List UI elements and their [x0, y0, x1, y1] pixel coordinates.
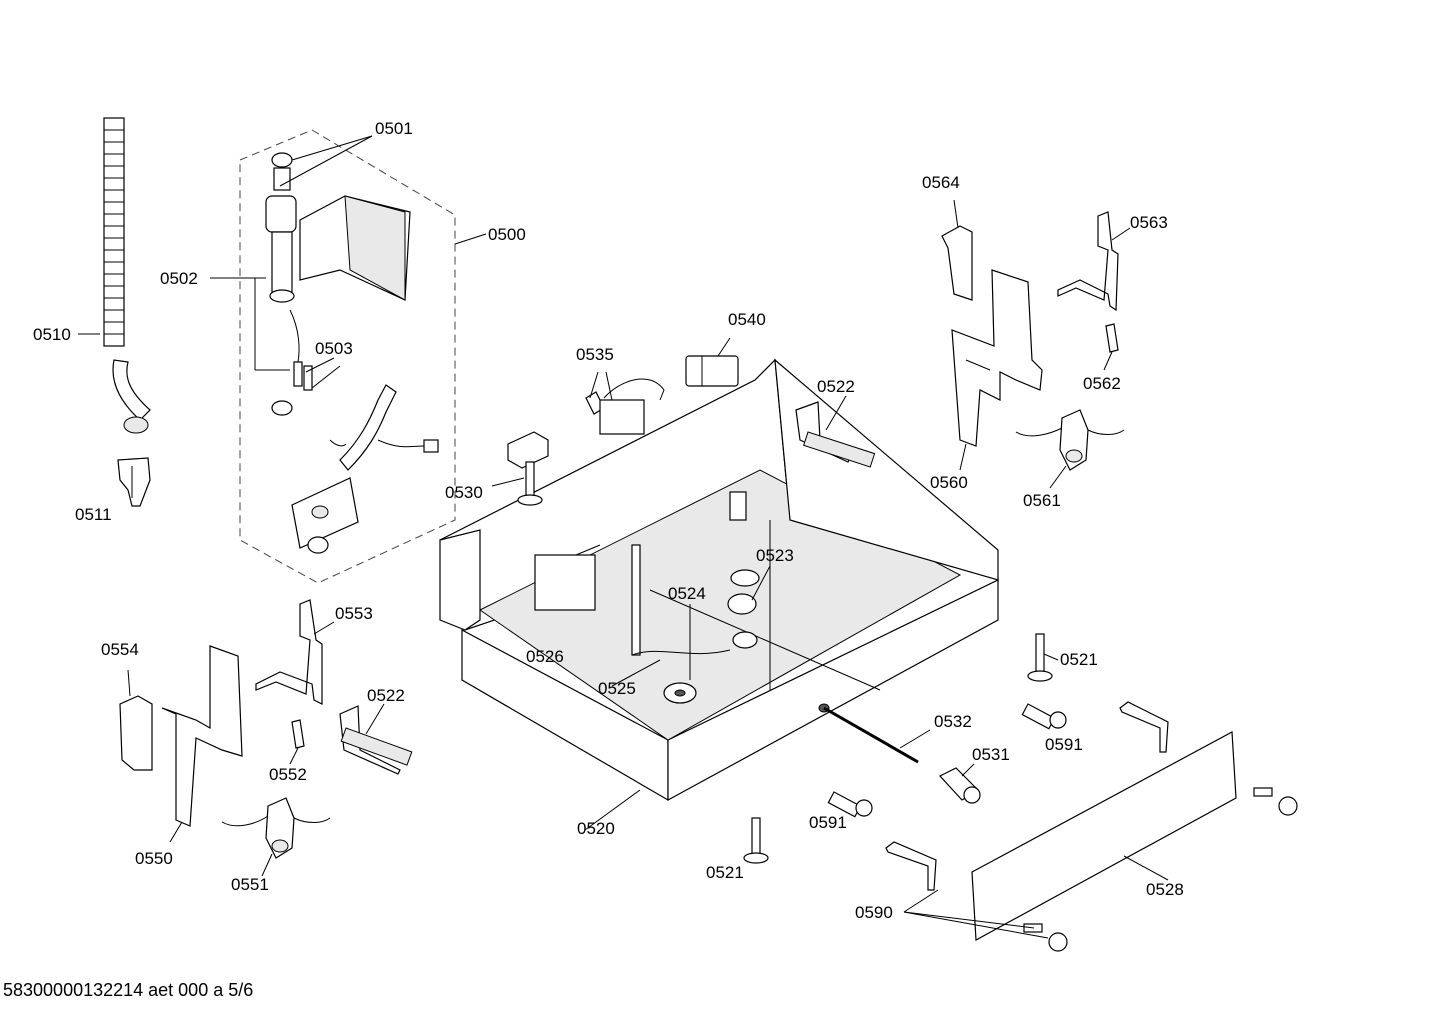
- label-0503: 0503: [315, 339, 353, 358]
- label-0523: 0523: [756, 546, 794, 565]
- label-0521-lower: 0521: [706, 863, 744, 882]
- label-0501: 0501: [375, 119, 413, 138]
- rod-part-0532: [818, 703, 931, 764]
- label-0524: 0524: [668, 584, 706, 603]
- screw-cap-part-upper: [1253, 787, 1298, 816]
- label-0591-upper: 0591: [1045, 735, 1083, 754]
- door-switch-part-0561: [1015, 409, 1125, 489]
- label-0561: 0561: [1023, 491, 1061, 510]
- screw-part-0521-upper: [1027, 633, 1059, 682]
- leader-lines-0500: [210, 135, 487, 389]
- label-0535: 0535: [576, 345, 614, 364]
- bracket-part-0554: [119, 669, 153, 771]
- inlet-valve-part-0502: [265, 152, 297, 303]
- label-0552: 0552: [269, 765, 307, 784]
- screw-part-0521-lower: [743, 817, 769, 864]
- spring-part-0522-right: [795, 395, 876, 468]
- label-0530: 0530: [445, 483, 483, 502]
- label-0528: 0528: [1146, 880, 1184, 899]
- clip-part-0562: [1103, 323, 1119, 371]
- label-0590: 0590: [855, 903, 893, 922]
- label-0563: 0563: [1130, 213, 1168, 232]
- coil-hose-part: [329, 384, 439, 471]
- bracket-part-0564: [941, 199, 973, 301]
- label-0500: 0500: [488, 225, 526, 244]
- foot-part-0531: [939, 763, 981, 804]
- door-switch-part-0551: [221, 797, 331, 877]
- bracket-part-0563: [1057, 211, 1131, 312]
- spring-part-0522-left: [339, 703, 413, 775]
- bolt-part-0591-lower: [827, 791, 873, 818]
- sensor-part-0503: [271, 309, 313, 416]
- base-tub-part-0520: [439, 358, 999, 802]
- label-0554: 0554: [101, 640, 139, 659]
- label-0564: 0564: [922, 173, 960, 192]
- connector-part-0540: [685, 337, 739, 387]
- label-0540: 0540: [728, 310, 766, 329]
- label-0520: 0520: [577, 819, 615, 838]
- switch-part-0530: [491, 431, 549, 506]
- label-0591-lower: 0591: [809, 813, 847, 832]
- bracket-part-0553: [255, 599, 335, 705]
- label-0550: 0550: [135, 849, 173, 868]
- sump-parts-0523: [727, 569, 760, 649]
- bracket-part-0550: [161, 645, 243, 843]
- leader-lines-0590: [903, 889, 1049, 939]
- clip-part-0511: [117, 457, 151, 507]
- label-0562: 0562: [1083, 374, 1121, 393]
- leader-lines-tub: [584, 565, 771, 831]
- bracket-part-0560: [951, 269, 1043, 471]
- sensor-part-0524: [663, 682, 697, 704]
- wire-harness-part-0535: [585, 371, 665, 435]
- label-0560: 0560: [930, 473, 968, 492]
- label-0553: 0553: [335, 604, 373, 623]
- label-0522-left: 0522: [367, 686, 405, 705]
- kickplate-part-0528: [971, 731, 1237, 941]
- clip-part-0552: [289, 719, 305, 765]
- label-0551: 0551: [231, 875, 269, 894]
- hose-part-0510: [103, 117, 151, 434]
- valve-cover-part: [299, 195, 411, 301]
- bolt-part-0591-upper: [1021, 703, 1067, 730]
- label-0522-right: 0522: [817, 377, 855, 396]
- label-0526: 0526: [526, 647, 564, 666]
- label-0525: 0525: [598, 679, 636, 698]
- hinge-rail-part-0590: [885, 841, 937, 891]
- label-0511: 0511: [75, 505, 112, 524]
- label-0521-upper: 0521: [1060, 650, 1098, 669]
- hinge-rail-part-upper: [1119, 701, 1169, 753]
- label-0510: 0510: [33, 325, 71, 344]
- label-0502: 0502: [160, 269, 198, 288]
- wire-part-0525: [631, 649, 731, 656]
- drawing-reference-footer: 58300000132214 aet 000 a 5/6: [3, 980, 254, 1000]
- label-0531: 0531: [972, 745, 1010, 764]
- valve-bracket-part: [291, 477, 359, 554]
- label-0532: 0532: [934, 712, 972, 731]
- assembly-0500-boundary: [239, 129, 456, 584]
